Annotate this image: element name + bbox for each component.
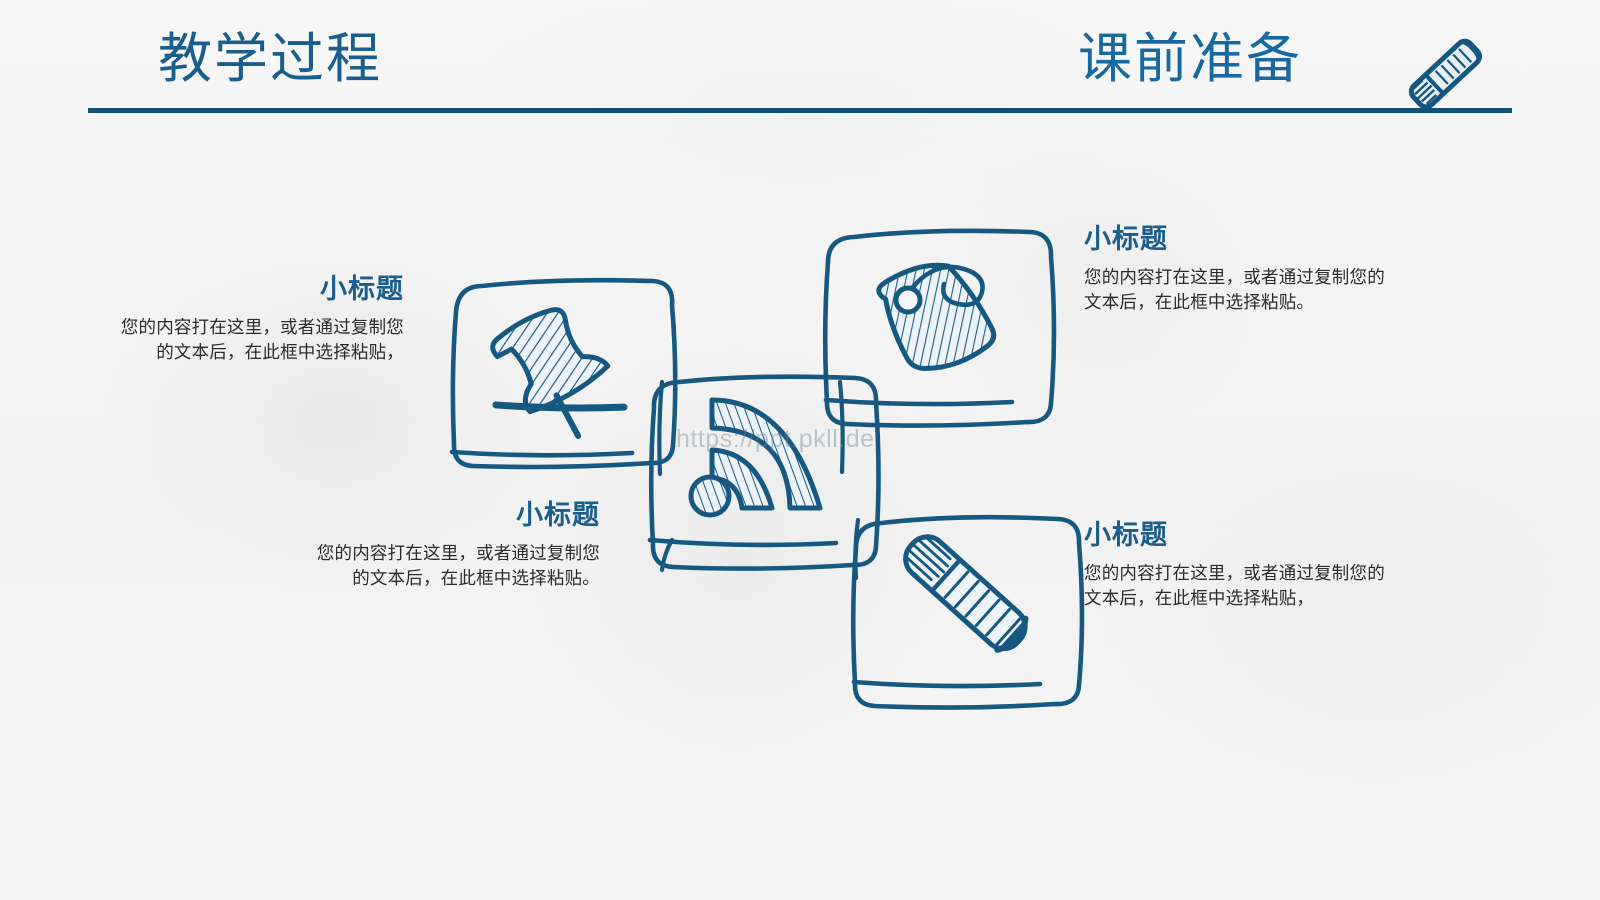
box-rss (647, 374, 881, 571)
block-heading: 小标题 (1084, 224, 1168, 254)
block-body: 您的内容打在这里，或者通过复制您的文本后，在此框中选择粘贴。 (1084, 267, 1385, 312)
text-block-rss: 小标题 您的内容打在这里，或者通过复制您的文本后，在此框中选择粘贴。 (308, 498, 600, 591)
slide-header: 教学过程 课前准备 (88, 16, 1512, 113)
text-block-eraser: 小标题 您的内容打在这里，或者通过复制您的文本后，在此框中选择粘贴， (1084, 518, 1402, 611)
block-heading: 小标题 (516, 500, 600, 530)
block-heading: 小标题 (320, 274, 404, 304)
block-heading: 小标题 (1084, 520, 1168, 550)
box-pushpin (449, 277, 678, 470)
block-body: 您的内容打在这里，或者通过复制您的文本后，在此框中选择粘贴。 (316, 543, 600, 588)
sketch-overlap-strokes (657, 379, 861, 581)
text-block-pushpin: 小标题 您的内容打在这里，或者通过复制您的文本后，在此框中选择粘贴， (112, 272, 404, 365)
block-body: 您的内容打在这里，或者通过复制您的文本后，在此框中选择粘贴， (120, 317, 404, 362)
box-price-tag (822, 228, 1057, 428)
pencil-eraser-icon (1408, 38, 1482, 110)
box-eraser (850, 514, 1085, 710)
rss-signal-icon (688, 397, 823, 518)
header-divider (88, 108, 1512, 113)
pushpin-icon (490, 307, 628, 439)
page-title-right: 课前准备 (1078, 29, 1302, 89)
text-block-price-tag: 小标题 您的内容打在这里，或者通过复制您的文本后，在此框中选择粘贴。 (1084, 222, 1402, 315)
pencil-eraser-icon (903, 534, 1029, 653)
page-title-left: 教学过程 (158, 29, 382, 89)
watermark-url: https://ppt.pkll.de (676, 425, 875, 453)
price-tag-icon (876, 262, 997, 371)
block-body: 您的内容打在这里，或者通过复制您的文本后，在此框中选择粘贴， (1084, 563, 1385, 608)
